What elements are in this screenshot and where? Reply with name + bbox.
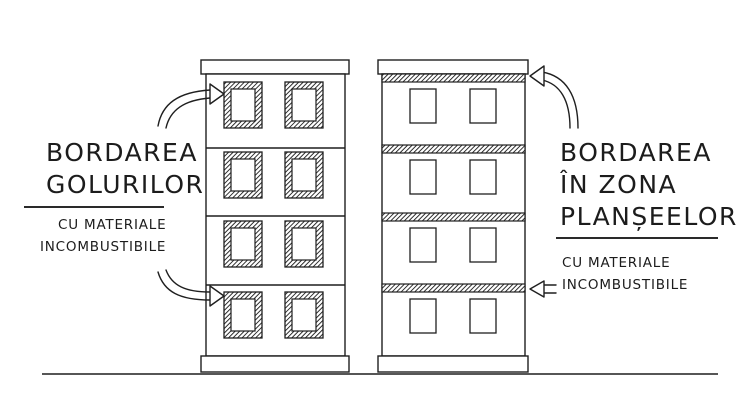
left-title-line-1: BORDAREA [46, 138, 198, 167]
right-arrow-bottom [529, 280, 557, 298]
window-hatched [284, 151, 324, 199]
floor-slab-bands [381, 73, 526, 293]
right-title-line-2: ÎN ZONA [560, 170, 678, 199]
slab-band-hatched [381, 212, 526, 222]
window-hatched [223, 220, 263, 268]
window-plain [469, 227, 497, 263]
window-hatched [223, 151, 263, 199]
left-divider [24, 206, 164, 208]
window-plain [409, 88, 437, 124]
left-arrow-top [157, 83, 225, 129]
left-arrow-bottom [157, 269, 225, 307]
left-subtitle-line-2: INCOMBUSTIBILE [40, 239, 167, 255]
window-hatched [284, 220, 324, 268]
right-building-parapet [377, 59, 529, 75]
window-hatched [223, 81, 263, 129]
window-plain [409, 159, 437, 195]
right-subtitle-line-1: CU MATERIALE [562, 255, 671, 271]
window-plain [469, 298, 497, 334]
right-title-line-3: PLANȘEELOR [560, 202, 736, 231]
right-windows [409, 88, 497, 334]
window-hatched [284, 81, 324, 129]
window-plain [409, 298, 437, 334]
right-title-line-1: BORDAREA [560, 138, 712, 167]
right-building-base [377, 355, 529, 373]
left-building [200, 59, 350, 373]
left-building-base [200, 355, 350, 373]
left-subtitle-line-1: CU MATERIALE [58, 217, 167, 233]
window-plain [469, 88, 497, 124]
window-hatched [223, 291, 263, 339]
left-title-line-2: GOLURILOR [46, 170, 205, 199]
window-plain [469, 159, 497, 195]
left-windows [223, 81, 324, 339]
slab-band-hatched [381, 283, 526, 293]
window-hatched [284, 291, 324, 339]
window-plain [409, 227, 437, 263]
right-subtitle-line-2: INCOMBUSTIBILE [562, 277, 689, 293]
right-divider [556, 237, 718, 239]
left-building-parapet [200, 59, 350, 75]
slab-band-hatched [381, 144, 526, 154]
right-arrow-top [529, 65, 579, 129]
slab-band-hatched [381, 73, 526, 83]
